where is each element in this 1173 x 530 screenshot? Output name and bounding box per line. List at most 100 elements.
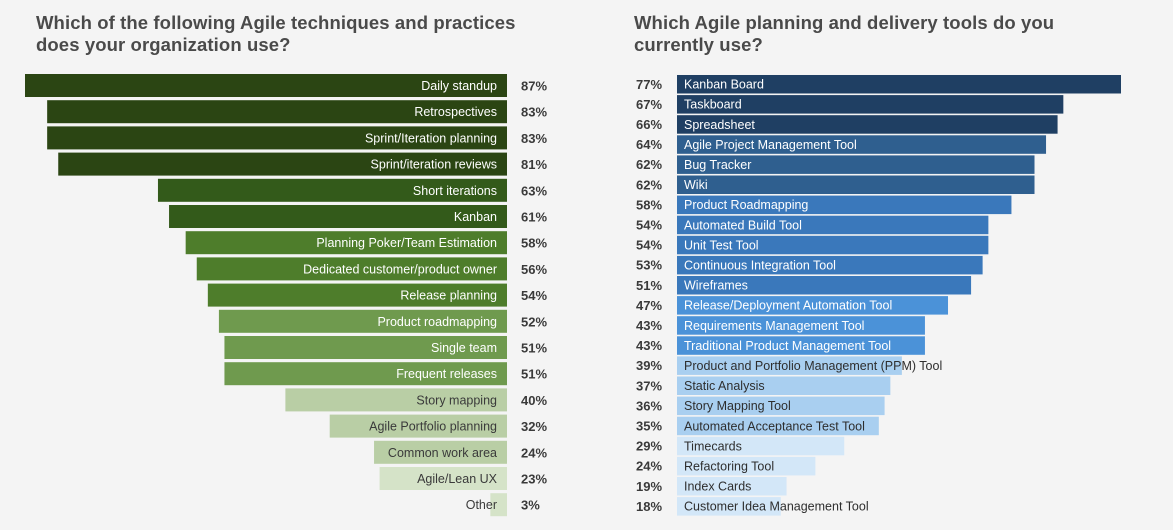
bar-label-daily-standup: Daily standup bbox=[421, 79, 497, 93]
bar-story-mapping-tool bbox=[677, 396, 885, 416]
bar-label-frequent-releases: Frequent releases bbox=[396, 367, 497, 381]
value-label-timecards: 29% bbox=[636, 439, 662, 454]
value-label-kanban: 61% bbox=[521, 210, 547, 225]
value-label-story-mapping-tool: 36% bbox=[636, 398, 662, 413]
bar-spreadsheet bbox=[677, 115, 1058, 134]
value-label-automated-build-tool: 54% bbox=[636, 217, 662, 232]
bar-agile-project-management-tool bbox=[677, 135, 1047, 154]
bar-automated-build-tool bbox=[677, 215, 989, 235]
value-label-customer-idea-management-tool: 18% bbox=[636, 499, 662, 514]
value-label-wiki: 62% bbox=[636, 177, 662, 192]
bar-requirements-management-tool bbox=[677, 316, 925, 335]
bar-row-kanban-board: 77%Kanban Board bbox=[636, 75, 1121, 94]
value-label-agile-lean-ux: 23% bbox=[521, 472, 547, 487]
bar-row-automated-build-tool: 54% Automated Build Tool bbox=[636, 215, 989, 235]
value-label-agile-portfolio-planning: 32% bbox=[521, 419, 547, 434]
left-chart-title: Which of the following Agile techniques … bbox=[36, 12, 556, 56]
bar-automated-acceptance-test-tool bbox=[677, 416, 879, 436]
bar-label-wireframes: Wireframes bbox=[684, 279, 748, 293]
bar-row-requirements-management-tool: 43% Requirements Management Tool bbox=[636, 316, 925, 335]
bar-label-product-and-portfolio-management-ppm-tool: Product and Portfolio Management (PPM) T… bbox=[684, 359, 942, 373]
value-label-product-roadmapping: 58% bbox=[636, 197, 662, 212]
bar-label-requirements-management-tool: Requirements Management Tool bbox=[684, 319, 864, 333]
bar-label-sprint-iteration-reviews: Sprint/iteration reviews bbox=[371, 158, 497, 172]
bar-customer-idea-management-tool bbox=[677, 497, 781, 516]
bar-label-sprint-iteration-planning: Sprint/Iteration planning bbox=[365, 131, 497, 145]
bar-row-dedicated-customer-product-owner: Dedicated customer/product owner 56% bbox=[196, 257, 547, 281]
bar-taskboard bbox=[677, 95, 1064, 114]
bar-short-iterations bbox=[157, 178, 507, 202]
bar-single-team bbox=[224, 336, 507, 359]
value-label-story-mapping: 40% bbox=[521, 393, 547, 408]
left-chart-panel: Which of the following Agile techniques … bbox=[0, 0, 580, 530]
bar-label-short-iterations: Short iterations bbox=[413, 184, 497, 198]
value-label-other: 3% bbox=[521, 498, 540, 513]
bar-common-work-area bbox=[374, 440, 507, 464]
right-chart-title-line2: currently use? bbox=[634, 34, 763, 55]
bar-timecards bbox=[677, 436, 845, 456]
bar-kanban-board bbox=[677, 75, 1121, 94]
bar-label-bug-tracker: Bug Tracker bbox=[684, 158, 751, 172]
value-label-wireframes: 51% bbox=[636, 278, 662, 293]
bar-row-wiki: 62%Wiki bbox=[636, 175, 1035, 194]
agile-tools-bar-chart: 77%Kanban Board67%Taskboard66%Spreadshee… bbox=[636, 75, 1121, 516]
value-label-automated-acceptance-test-tool: 35% bbox=[636, 418, 662, 433]
value-label-traditional-product-management-tool: 43% bbox=[636, 338, 662, 353]
bar-kanban bbox=[169, 205, 508, 228]
bar-label-retrospectives: Retrospectives bbox=[414, 105, 497, 119]
bar-row-story-mapping-tool: 36%Story Mapping Tool bbox=[636, 396, 885, 416]
bar-wireframes bbox=[677, 276, 972, 295]
value-label-index-cards: 19% bbox=[636, 479, 662, 494]
bar-frequent-releases bbox=[224, 362, 507, 386]
bar-label-automated-build-tool: Automated Build Tool bbox=[684, 218, 802, 232]
bar-row-product-roadmapping: 58% Product Roadmapping bbox=[636, 195, 1012, 215]
bar-label-dedicated-customer-product-owner: Dedicated customer/product owner bbox=[303, 262, 497, 276]
bar-row-agile-lean-ux: Agile/Lean UX 23% bbox=[379, 467, 547, 490]
right-chart-panel: Which Agile planning and delivery tools … bbox=[600, 0, 1173, 530]
value-label-requirements-management-tool: 43% bbox=[636, 318, 662, 333]
right-chart-title: Which Agile planning and delivery tools … bbox=[634, 12, 1154, 56]
value-label-product-and-portfolio-management-ppm-tool: 39% bbox=[636, 358, 662, 373]
bar-label-customer-idea-management-tool: Customer Idea Management Tool bbox=[684, 500, 869, 514]
bar-sprint-iteration-planning bbox=[47, 126, 507, 150]
bar-bug-tracker bbox=[677, 155, 1035, 174]
value-label-dedicated-customer-product-owner: 56% bbox=[521, 262, 547, 277]
bar-row-unit-test-tool: 54%Unit Test Tool bbox=[636, 235, 989, 255]
bar-label-refactoring-tool: Refactoring Tool bbox=[684, 459, 774, 473]
bar-label-single-team: Single team bbox=[431, 341, 497, 355]
right-chart-title-line1: Which Agile planning and delivery tools … bbox=[634, 12, 1055, 33]
bar-agile-portfolio-planning bbox=[329, 414, 507, 438]
value-label-kanban-board: 77% bbox=[636, 77, 662, 92]
bar-label-agile-lean-ux: Agile/Lean UX bbox=[417, 472, 498, 486]
value-label-release-planning: 54% bbox=[521, 288, 547, 303]
value-label-continuous-integration-tool: 53% bbox=[636, 258, 662, 273]
bar-other bbox=[490, 493, 507, 517]
bar-dedicated-customer-product-owner bbox=[196, 257, 507, 281]
bar-planning-poker-team-estimation bbox=[185, 231, 507, 255]
bar-static-analysis bbox=[677, 376, 891, 395]
value-label-release-deployment-automation-tool: 47% bbox=[636, 298, 662, 313]
value-label-planning-poker-team-estimation: 58% bbox=[521, 236, 547, 251]
value-label-static-analysis: 37% bbox=[636, 378, 662, 393]
bar-row-release-deployment-automation-tool: 47%Release/Deployment Automation Tool bbox=[636, 296, 949, 315]
left-chart-title-line2: does your organization use? bbox=[36, 34, 291, 55]
bar-story-mapping bbox=[285, 388, 507, 412]
bar-release-deployment-automation-tool bbox=[677, 296, 949, 315]
bar-row-wireframes: 51% Wireframes bbox=[636, 276, 972, 295]
bar-row-timecards: 29%Timecards bbox=[636, 436, 845, 456]
bar-label-product-roadmapping: Product Roadmapping bbox=[684, 198, 808, 212]
bar-retrospectives bbox=[47, 100, 507, 124]
bar-sprint-iteration-reviews bbox=[58, 152, 507, 176]
bar-label-automated-acceptance-test-tool: Automated Acceptance Test Tool bbox=[684, 419, 865, 433]
bar-index-cards bbox=[677, 477, 787, 496]
